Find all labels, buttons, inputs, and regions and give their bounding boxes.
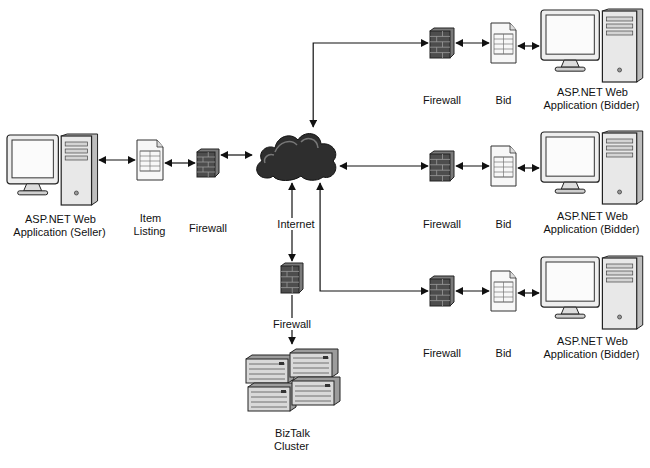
node-label-line: ASP.NET Web Application (Bidder) (540, 86, 644, 112)
connector-arrow (320, 183, 428, 291)
node-label: Bid (484, 94, 524, 107)
computer-icon (6, 133, 98, 207)
server-cluster: BizTalk Cluster (246, 345, 338, 417)
node-label-line: BizTalk Cluster (262, 427, 322, 453)
node-caption: Firewall (422, 218, 462, 230)
node-label-line: Bid (484, 218, 524, 231)
connector-arrow (518, 292, 539, 293)
internet-cloud (253, 128, 339, 182)
firewall-icon: Firewall (429, 27, 455, 59)
connector-arrow (518, 45, 539, 46)
node-caption: Bid (495, 94, 513, 106)
connector-arrow (221, 154, 252, 155)
computer-icon (540, 255, 644, 331)
firewall-icon: Firewall (280, 262, 304, 294)
node-caption: Bid (495, 347, 513, 359)
firewall-icon (196, 148, 220, 178)
connector-arrow (165, 162, 195, 163)
computer-icon: ASP.NET Web Application (Bidder) (540, 130, 644, 206)
firewall-icon: Firewall (429, 150, 455, 182)
node-label: ASP.NET Web Application (Bidder) (540, 210, 644, 236)
node-label-line: Firewall (412, 218, 472, 231)
node-label: ASP.NET Web Application (Seller) (4, 213, 116, 239)
node-label: BizTalk Cluster (262, 427, 322, 453)
connector-arrow (99, 159, 135, 160)
document-icon: Item Listing (136, 139, 164, 181)
node-caption: ASP.NET Web Application (Seller) (13, 213, 106, 238)
node-caption: ASP.NET Web Application (Bidder) (544, 86, 641, 111)
node-label-line: ASP.NET Web Application (Seller) (4, 213, 116, 239)
node-label: Internet (261, 218, 331, 231)
document-icon (490, 145, 517, 187)
node-label: Firewall (412, 94, 472, 107)
document-icon: Bid (490, 145, 517, 187)
firewall-icon: Firewall (429, 275, 455, 307)
node-caption: Firewall (422, 94, 462, 106)
computer-icon: ASP.NET Web Application (Bidder) (540, 8, 644, 84)
node-caption: Item Listing (134, 212, 167, 237)
node-caption: ASP.NET Web Application (Bidder) (544, 210, 641, 235)
computer-icon (540, 8, 644, 84)
node-label-line: Bid (484, 347, 524, 360)
node-label: Firewall (178, 222, 238, 235)
firewall-icon (429, 275, 455, 307)
node-label-line: Firewall (262, 318, 322, 331)
node-label-line: ASP.NET Web Application (Bidder) (540, 335, 644, 361)
firewall-icon: Firewall (196, 148, 220, 178)
connector-arrow (456, 42, 489, 43)
firewall-icon (429, 150, 455, 182)
firewall-icon (280, 262, 304, 294)
computer-icon: ASP.NET Web Application (Bidder) (540, 255, 644, 331)
node-label-line: Firewall (412, 347, 472, 360)
node-label: ASP.NET Web Application (Bidder) (540, 86, 644, 112)
node-caption: Bid (495, 218, 513, 230)
node-label-line: Internet (261, 218, 331, 231)
document-icon: Bid (490, 22, 517, 64)
server-cluster (246, 345, 338, 417)
document-icon (136, 139, 164, 181)
computer-icon: ASP.NET Web Application (Seller) (6, 133, 98, 207)
node-label-line: ASP.NET Web Application (Bidder) (540, 210, 644, 236)
node-label: Firewall (412, 218, 472, 231)
node-caption: Firewall (188, 222, 228, 234)
node-label: ASP.NET Web Application (Bidder) (540, 335, 644, 361)
node-label-line: Firewall (412, 94, 472, 107)
connector-arrow (518, 167, 539, 168)
node-label-line: Firewall (178, 222, 238, 235)
node-label: Firewall (262, 318, 322, 331)
firewall-icon (429, 27, 455, 59)
node-caption: BizTalk Cluster (274, 427, 310, 452)
document-icon (490, 22, 517, 64)
node-label-line: Bid (484, 94, 524, 107)
node-caption: ASP.NET Web Application (Bidder) (544, 335, 641, 360)
node-caption: Internet (276, 218, 315, 230)
computer-icon (540, 130, 644, 206)
node-label-line: Item Listing (127, 212, 173, 238)
internet-cloud: Internet (253, 128, 339, 182)
connector-arrow (456, 290, 489, 291)
node-label: Item Listing (127, 212, 173, 238)
node-caption: Firewall (272, 318, 312, 330)
node-label: Bid (484, 218, 524, 231)
connector-arrow (313, 43, 428, 127)
connector-arrow (456, 165, 489, 166)
node-label: Bid (484, 347, 524, 360)
document-icon: Bid (490, 270, 517, 312)
connector-arrow (340, 165, 428, 166)
node-label: Firewall (412, 347, 472, 360)
node-caption: Firewall (422, 347, 462, 359)
document-icon (490, 270, 517, 312)
